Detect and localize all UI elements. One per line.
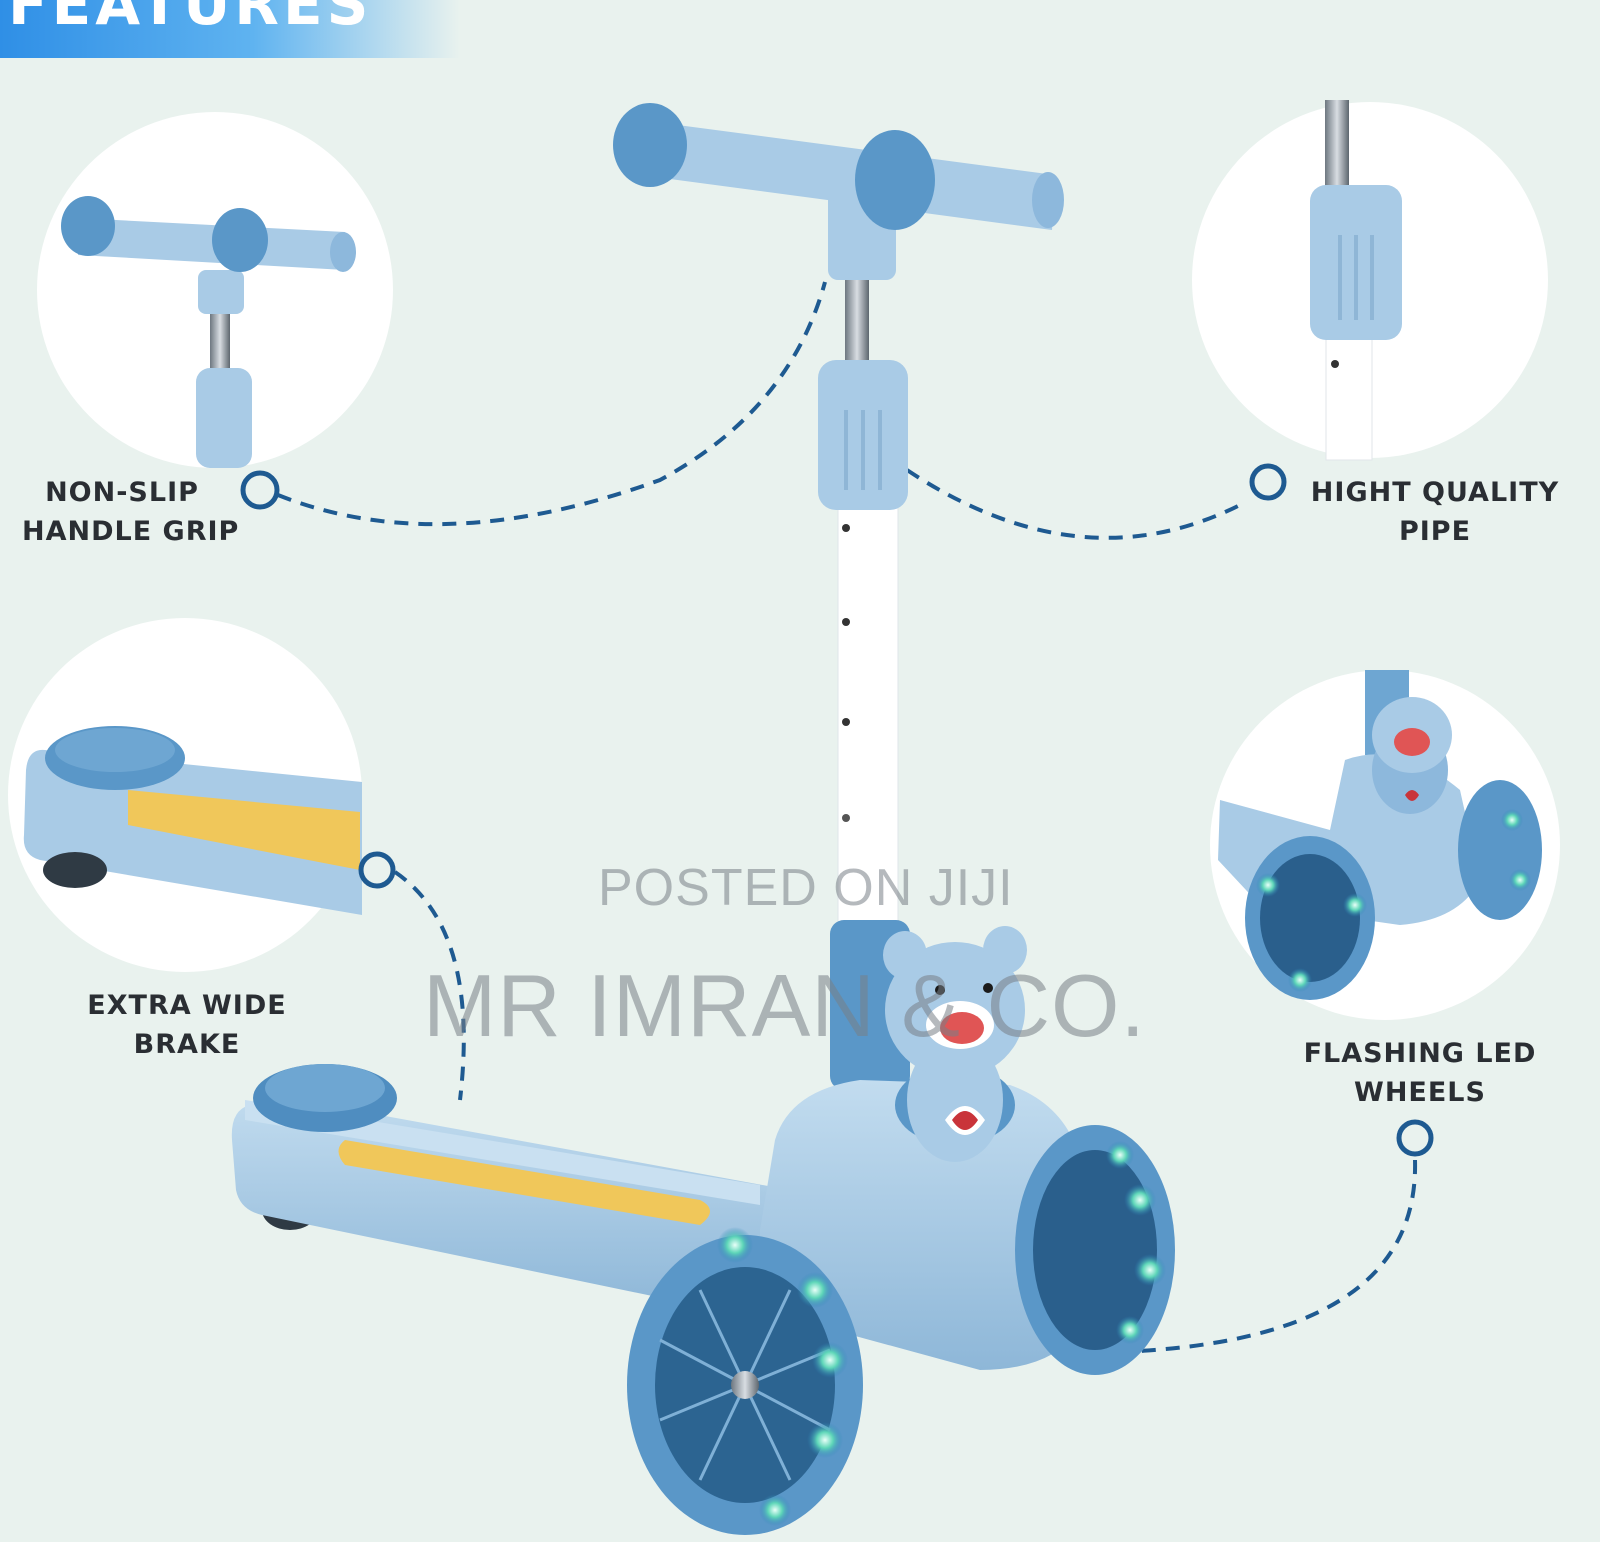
feature-label-pipe: HIGHT QUALITY PIPE <box>1300 473 1570 551</box>
feature-grip-line2: HANDLE GRIP <box>22 516 240 547</box>
main-scooter <box>231 103 1175 1535</box>
detail-circle-brake <box>8 618 363 972</box>
detail-circle-wheels <box>1210 670 1560 1020</box>
feature-wheels-line2: WHEELS <box>1354 1077 1486 1108</box>
features-banner: FEATURES <box>0 0 460 58</box>
feature-grip-line1: NON-SLIP <box>45 477 199 508</box>
connector-lines <box>277 281 1418 1354</box>
detail-circle-handle <box>37 112 393 468</box>
feature-pipe-line1: HIGHT QUALITY <box>1310 477 1560 508</box>
feature-label-handle-grip: NON-SLIP HANDLE GRIP <box>22 473 240 551</box>
watermark-seller: MR IMRAN & CO. <box>423 956 1146 1055</box>
feature-brake-line2: BRAKE <box>133 1029 241 1060</box>
feature-pipe-line2: PIPE <box>1398 516 1472 547</box>
feature-label-brake: EXTRA WIDE BRAKE <box>72 986 302 1064</box>
feature-brake-line1: EXTRA WIDE <box>87 990 287 1021</box>
marker-circles <box>240 463 1434 1157</box>
feature-label-wheels: FLASHING LED WHEELS <box>1290 1034 1550 1112</box>
feature-wheels-line1: FLASHING LED <box>1303 1038 1537 1069</box>
detail-circle-pipe <box>1192 100 1548 461</box>
watermark-posted-on: POSTED ON JIJI <box>598 859 1014 917</box>
banner-title: FEATURES <box>8 0 373 38</box>
